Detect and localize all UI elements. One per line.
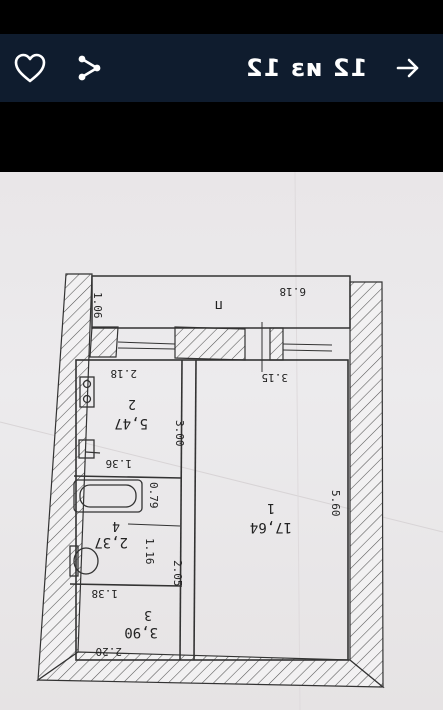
room-4-dim-right: 1.16 — [143, 538, 156, 565]
balcony-dim-side: 1.06 — [91, 292, 104, 319]
room-3-area: 3,90 — [124, 624, 158, 640]
room-4-number: 4 — [112, 518, 120, 533]
room-1-area: 17,64 — [250, 519, 292, 535]
balcony-dim-top: 6.18 — [280, 285, 307, 298]
room-1-number: 1 — [267, 500, 275, 515]
room-3-dim-top: 1.38 — [92, 587, 119, 600]
photo-counter: 12 из 12 — [244, 54, 367, 82]
room-2-dim-top: 2.18 — [111, 367, 138, 380]
interior-walls — [69, 359, 349, 661]
balcony-letter: п — [215, 297, 223, 313]
room-2-dim-right: 3.00 — [173, 420, 186, 447]
room-2-number: 2 — [128, 396, 136, 411]
room-4-area: 2,37 — [94, 534, 128, 550]
room-3-dim-right: 2.05 — [171, 560, 184, 587]
room-1-dim-right: 5.60 — [329, 490, 342, 517]
share-button[interactable] — [68, 48, 108, 88]
favorite-button[interactable] — [10, 48, 50, 88]
balcony — [91, 275, 351, 372]
room-3-number: 3 — [144, 607, 152, 622]
floor-plan-photo[interactable]: п 6.18 1.06 1 17,64 3.15 5.60 2 5,47 2.1… — [0, 172, 443, 710]
heart-icon — [14, 53, 46, 83]
room-2-dim-bottom: 1.36 — [106, 457, 133, 470]
room-4-dim-mid: 0.79 — [147, 482, 160, 509]
floor-plan-drawing: п 6.18 1.06 1 17,64 3.15 5.60 2 5,47 2.1… — [0, 172, 443, 710]
exterior-walls — [36, 273, 385, 689]
next-photo-button[interactable] — [388, 48, 428, 88]
arrow-right-icon — [396, 58, 419, 78]
room-2-area: 5,47 — [114, 415, 148, 431]
room-3-dim-bottom: 2.20 — [96, 645, 123, 658]
fixtures — [69, 376, 143, 577]
room-1-dim-top: 3.15 — [262, 371, 289, 384]
letterbox-gap — [0, 102, 443, 172]
top-bar: 12 из 12 — [0, 34, 443, 102]
share-icon — [78, 55, 101, 81]
